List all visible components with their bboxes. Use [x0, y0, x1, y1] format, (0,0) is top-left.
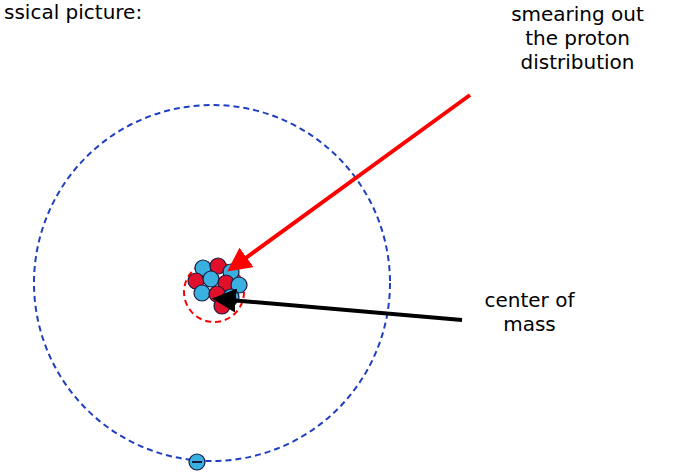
- nucleus: [188, 258, 247, 314]
- heading-text: ssical picture:: [4, 0, 204, 24]
- leader-arrow: [232, 95, 470, 268]
- annotation-label: smearing out the proton distribution: [495, 2, 660, 74]
- leader-arrow: [218, 299, 462, 320]
- electron: [189, 454, 205, 470]
- electron-orbit: [34, 105, 390, 461]
- annotation-label: center of mass: [472, 288, 587, 336]
- smeared-proton-circle: [184, 262, 244, 322]
